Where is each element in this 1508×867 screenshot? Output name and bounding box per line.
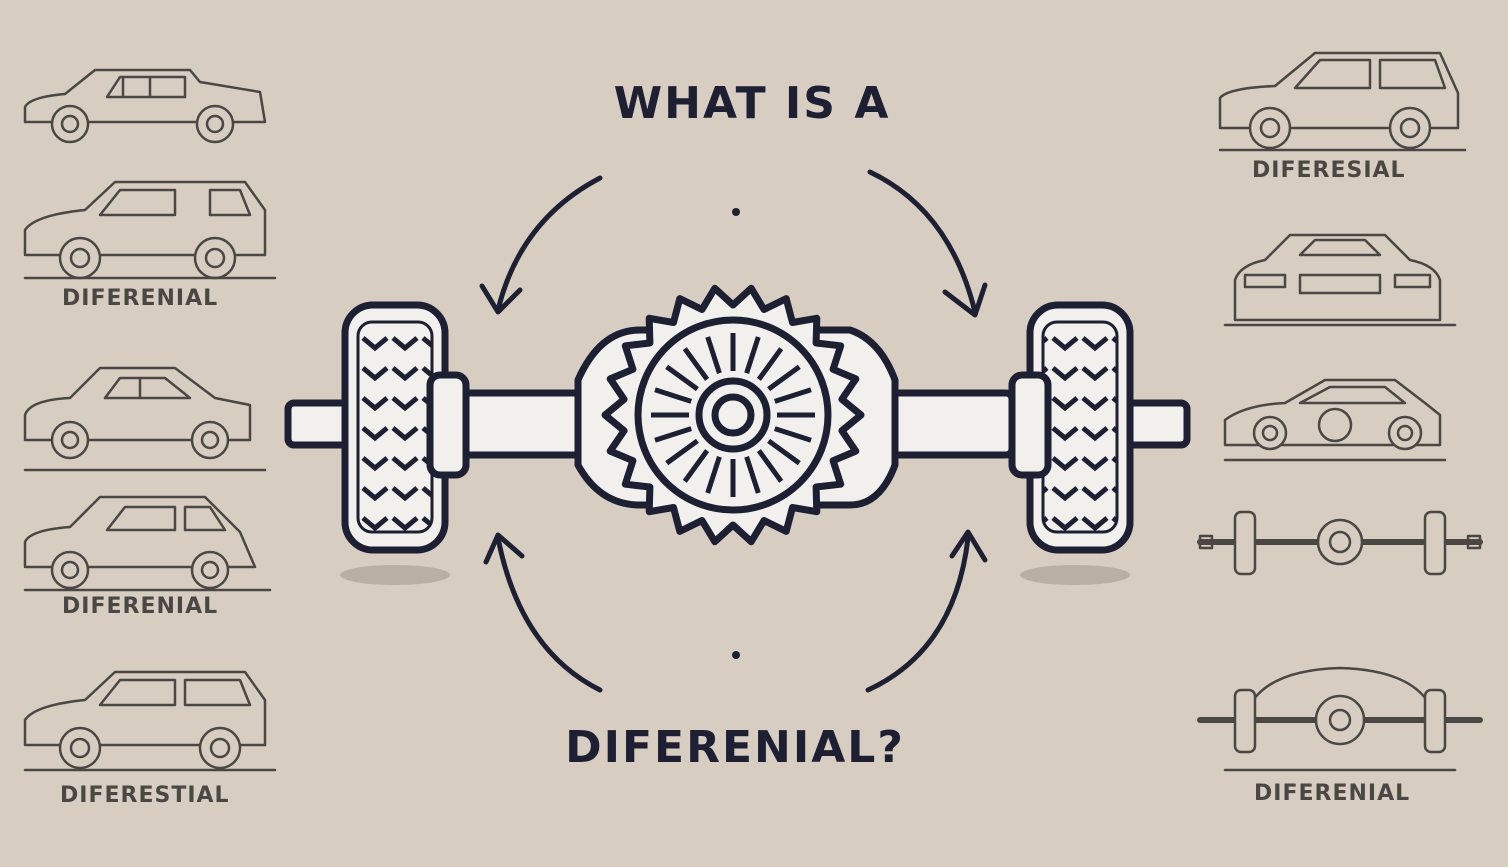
station-wagon-icon — [23, 68, 267, 144]
circular-arrows-icon — [479, 169, 988, 693]
left-label-4: DIFERENIAL — [62, 594, 219, 619]
left-label-5: DIFERESTIAL — [60, 783, 230, 808]
title-top: WHAT IS A — [614, 78, 891, 129]
sports-car-front-icon — [1223, 233, 1457, 327]
title-bottom: DIFERENIAL? — [565, 722, 905, 773]
suv-icon — [1218, 51, 1467, 152]
coupe-icon — [1223, 378, 1447, 462]
hatchback-icon — [23, 366, 267, 472]
hatchback-icon — [23, 495, 272, 592]
axle-icon — [1197, 510, 1483, 576]
right-label-5: DIFERENIAL — [1254, 781, 1411, 806]
chassis-axle-icon — [1197, 666, 1483, 772]
differential-axle-icon — [284, 284, 1191, 585]
left-car-column — [23, 68, 277, 772]
right-car-column — [1197, 51, 1483, 772]
left-label-2: DIFERENIAL — [62, 286, 219, 311]
suv-icon — [23, 180, 277, 280]
suv-icon — [23, 670, 277, 772]
right-label-1: DIFERESIAL — [1252, 158, 1406, 183]
